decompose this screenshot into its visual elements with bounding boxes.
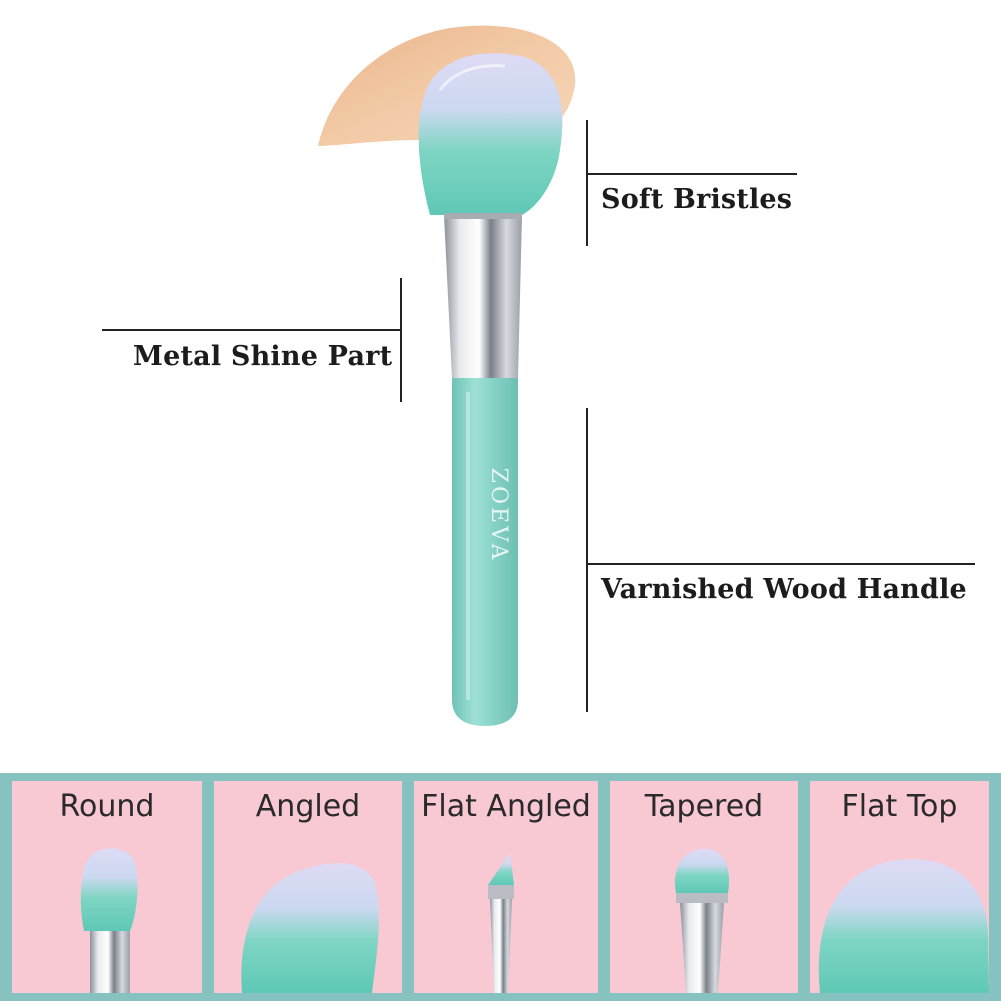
shape-title-angled: Angled [255,789,361,824]
flat-angled-brush-icon [488,853,514,993]
round-brush-icon [80,848,138,993]
shape-panel-flat-top: Flat Top [810,781,989,993]
shape-panel-angled: Angled [214,781,402,993]
shape-panel-flat-angled: Flat Angled [414,781,598,993]
brush-shapes-strip: Round Angled Flat Angled Tapered Flat To… [0,773,1001,1001]
shape-title-tapered: Tapered [644,789,764,824]
metal-ferrule [444,215,522,378]
tapered-brush-icon [675,848,729,993]
bristle-head [418,53,563,215]
metal-shine-part-label: Metal Shine Part [133,341,393,372]
shape-title-flat-top: Flat Top [841,789,958,824]
product-hero: ZOEVA Soft Bristles Metal Shine Part Var… [102,25,975,726]
brush-illustration: ZOEVA [102,25,975,726]
angled-brush-icon [241,863,379,993]
shape-panel-tapered: Tapered [610,781,798,993]
soft-bristles-label: Soft Bristles [601,184,793,215]
flat-top-brush-icon [818,859,989,993]
shape-panel-round: Round [12,781,202,993]
shape-title-flat-angled: Flat Angled [421,789,591,824]
shape-title-round: Round [59,789,155,824]
handle-brand-text: ZOEVA [486,468,511,563]
varnished-wood-handle-label: Varnished Wood Handle [601,574,967,605]
